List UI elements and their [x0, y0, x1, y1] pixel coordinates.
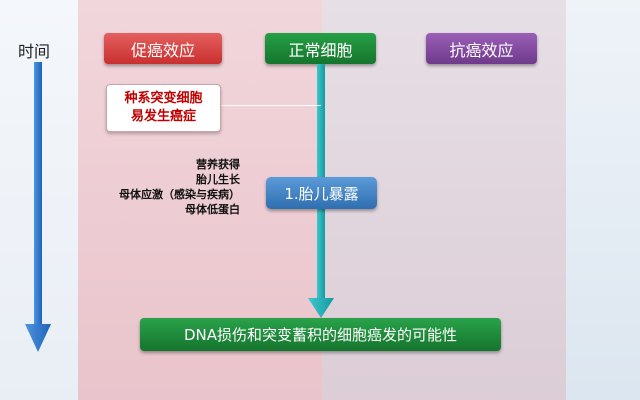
factor-item: 胎儿生长 [196, 173, 240, 186]
fetal-exposure-box: 1.胎儿暴露 [266, 177, 377, 209]
factor-item: 母体应激（感染与疾病） [119, 188, 240, 201]
time-arrow-icon [25, 62, 51, 352]
factor-list: 营养获得 胎儿生长 母体应激（感染与疾病） 母体低蛋白 [90, 157, 240, 217]
germline-line-1: 种系突变细胞 [124, 91, 203, 106]
pro-cancer-header: 促癌效应 [104, 33, 222, 64]
germline-line-2: 易发生癌症 [130, 109, 196, 124]
background-right [566, 0, 640, 400]
anti-cancer-header: 抗癌效应 [426, 33, 537, 64]
normal-cell-header: 正常细胞 [265, 33, 376, 64]
germline-connector [221, 105, 321, 106]
factor-item: 母体低蛋白 [185, 203, 240, 216]
time-label: 时间 [18, 42, 51, 61]
factor-item: 营养获得 [196, 158, 240, 171]
outcome-box: DNA损伤和突变蓄积的细胞癌发的可能性 [140, 318, 501, 351]
germline-mutation-box: 种系突变细胞 易发生癌症 [106, 84, 221, 132]
